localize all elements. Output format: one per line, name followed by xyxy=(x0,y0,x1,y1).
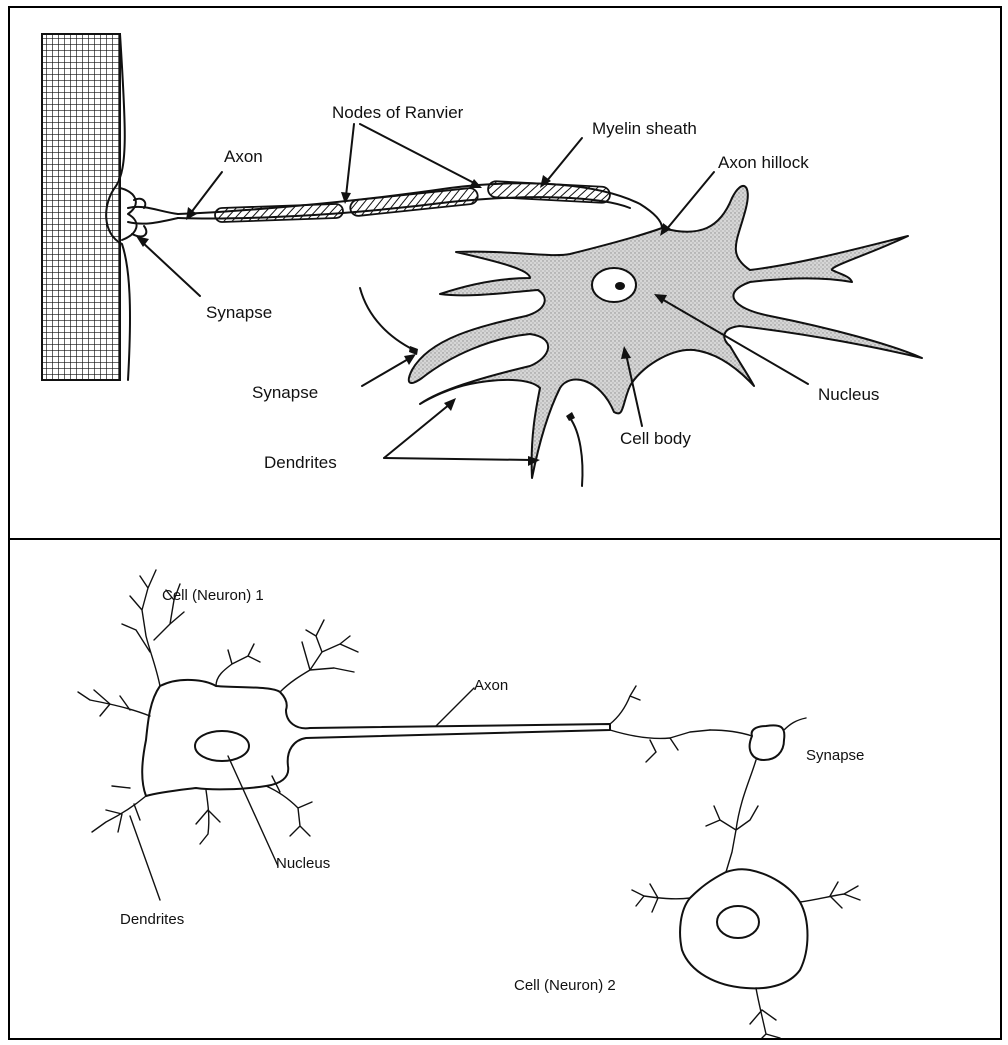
label-synapse-upper: Synapse xyxy=(206,303,272,322)
panel-myelinated-neuron: Axon Nodes of Ranvier Myelin sheath Axon… xyxy=(8,6,1002,540)
label-cell-neuron-1: Cell (Neuron) 1 xyxy=(162,587,264,604)
label-axon: Axon xyxy=(224,147,263,166)
myelinated-neuron-drawing: Axon Nodes of Ranvier Myelin sheath Axon… xyxy=(10,8,1002,540)
label-cell-neuron-2: Cell (Neuron) 2 xyxy=(514,977,616,994)
label-dendrites: Dendrites xyxy=(264,453,337,472)
label-cell-body: Cell body xyxy=(620,429,691,448)
neuron-1-dendrites xyxy=(78,570,358,844)
label-myelin-sheath: Myelin sheath xyxy=(592,119,697,138)
label-nucleus: Nucleus xyxy=(818,385,879,404)
label-synapse-lower: Synapse xyxy=(252,383,318,402)
target-tissue-grid xyxy=(42,34,137,380)
neuron-2 xyxy=(632,760,860,1040)
two-neurons-drawing: Cell (Neuron) 1 Axon Synapse Nucleus Den… xyxy=(10,540,1002,1040)
neuron-1-body xyxy=(142,680,610,796)
label-axon-bottom: Axon xyxy=(474,677,508,694)
label-dendrites-bottom: Dendrites xyxy=(120,911,184,928)
label-nodes-of-ranvier: Nodes of Ranvier xyxy=(332,103,464,122)
label-axon-hillock: Axon hillock xyxy=(718,153,809,172)
myelin-segments xyxy=(215,181,611,222)
label-synapse-bottom: Synapse xyxy=(806,747,864,764)
synapse-terminal xyxy=(750,718,806,760)
label-nucleus-bottom: Nucleus xyxy=(276,855,330,872)
neuron-1-axon-terminal xyxy=(610,686,752,762)
panel-two-neurons: Cell (Neuron) 1 Axon Synapse Nucleus Den… xyxy=(8,538,1002,1040)
